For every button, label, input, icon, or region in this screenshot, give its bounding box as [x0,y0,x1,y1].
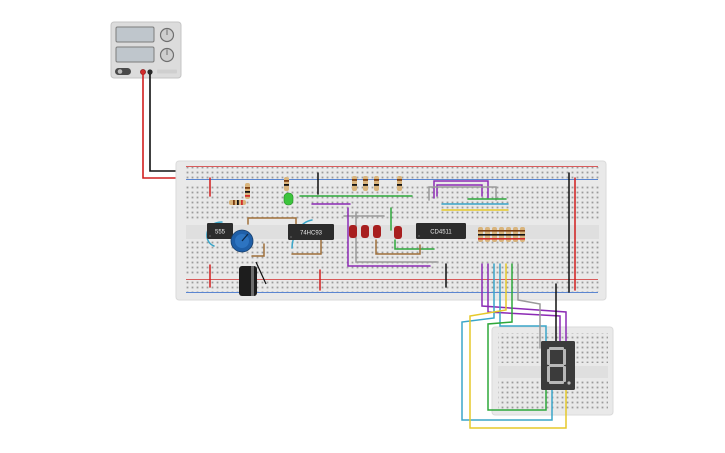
power-supply [110,21,182,79]
jumper-wires[interactable] [206,172,576,293]
wire-supply-negative[interactable] [149,74,214,172]
resistor-r1[interactable] [229,200,246,205]
chip-74hc93[interactable]: 74HC93 [288,224,334,240]
chip-74hc93-label: 74HC93 [300,231,323,237]
resistor-led[interactable] [284,177,289,191]
current-display [115,46,155,63]
chip-cd4511-label: CD4511 [430,230,452,236]
green-led[interactable] [283,192,294,206]
potentiometer[interactable] [230,229,254,253]
display-wires[interactable] [461,263,567,429]
chip-555-label: 555 [215,230,226,236]
negative-terminal-icon[interactable] [147,69,153,75]
chip-cd4511[interactable]: CD4511 [416,223,466,239]
positive-terminal-icon[interactable] [140,69,146,75]
segments [547,347,571,385]
red-resistor-array[interactable] [349,225,402,239]
segment-resistors[interactable] [478,227,525,242]
voltage-display [115,26,155,43]
electrolytic-capacitor[interactable] [239,261,267,296]
power-switch[interactable] [115,68,131,75]
chip-555[interactable]: 555 [207,223,233,239]
seven-segment-display[interactable] [541,341,575,390]
resistor-r2[interactable] [245,183,250,199]
pull-resistors-top[interactable] [352,176,402,191]
